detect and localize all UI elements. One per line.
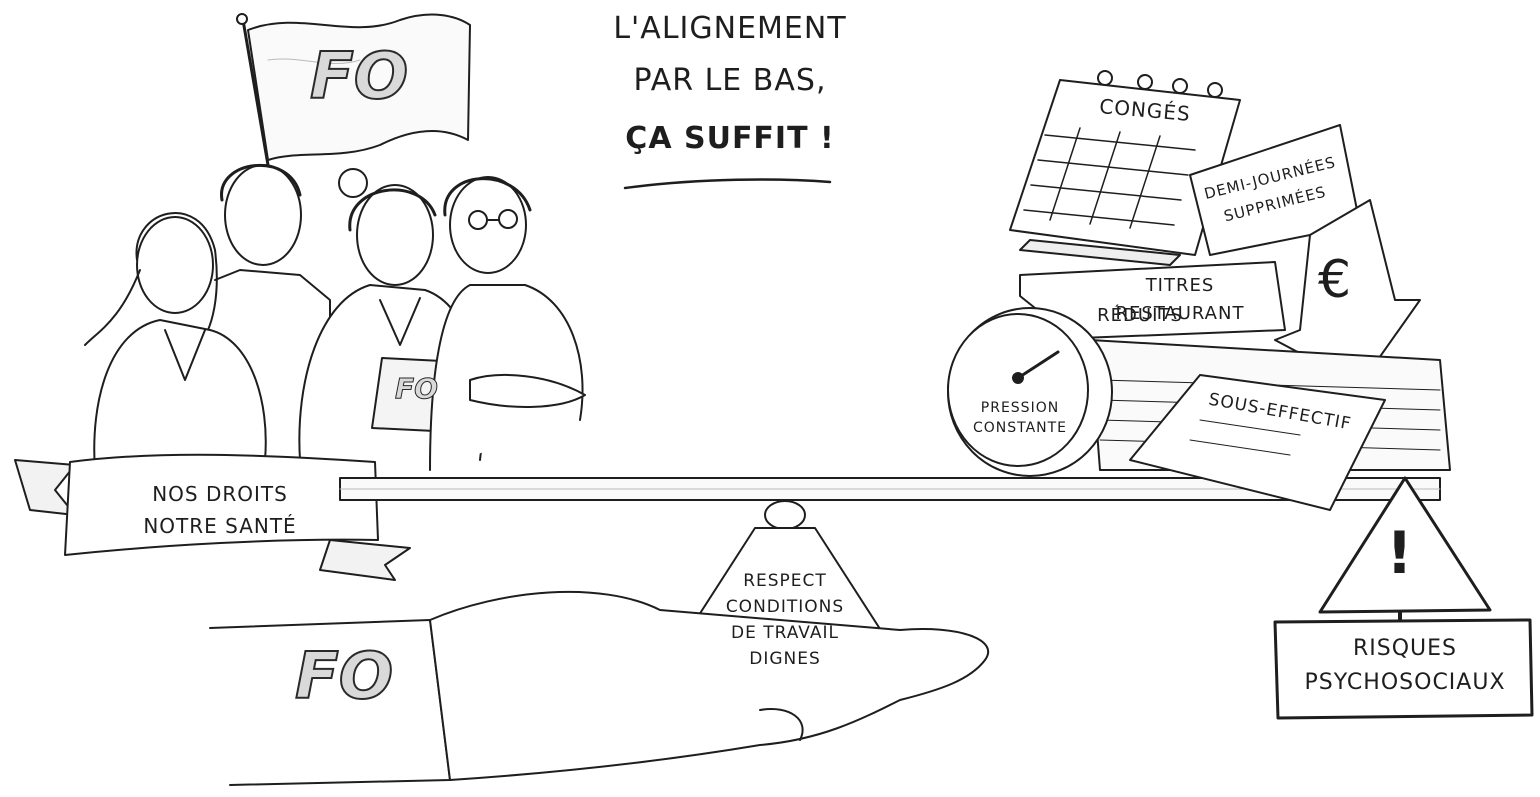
warning-icon: ! [1386,519,1414,587]
fulcrum-line-3: DE TRAVAIL [731,623,839,643]
warning-line-2: PSYCHOSOCIAUX [1304,670,1506,695]
pressure-gauge [947,307,1113,477]
gauge-line-1: PRESSION [980,400,1060,416]
warning-sign [1273,476,1534,720]
banner-line-1: NOS DROITS [152,482,288,506]
flag-logo: FO [309,39,409,115]
gauge-line-2: CONSTANTE [972,420,1068,436]
folder-logo: FO [395,372,439,406]
banner-line-2: NOTRE SANTÉ [143,514,297,538]
fulcrum-line-2: CONDITIONS [725,597,845,617]
flag [236,13,471,167]
meal-vouchers-line-2: RÉDUITS [1097,305,1183,326]
title-line-3: ÇA SUFFIT ! [625,121,835,156]
calendar [1009,70,1241,266]
hand [209,590,990,786]
banner [14,453,411,581]
title-line-1: L'ALIGNEMENT [613,11,847,46]
euro-arrow [1274,199,1421,386]
euro-icon: € [1317,250,1353,310]
title-line-2: PAR LE BAS, [633,63,827,98]
meal-vouchers-line-1: TITRES RESTAURANT [1115,275,1245,324]
fulcrum-line-1: RESPECT [743,571,827,591]
title-underline [623,178,832,190]
fulcrum-line-4: DIGNES [749,649,821,669]
understaffing-sheet [1129,374,1386,511]
warning-line-1: RISQUES [1352,636,1458,661]
workers-group [84,163,586,471]
sleeve-logo: FO [294,639,394,715]
